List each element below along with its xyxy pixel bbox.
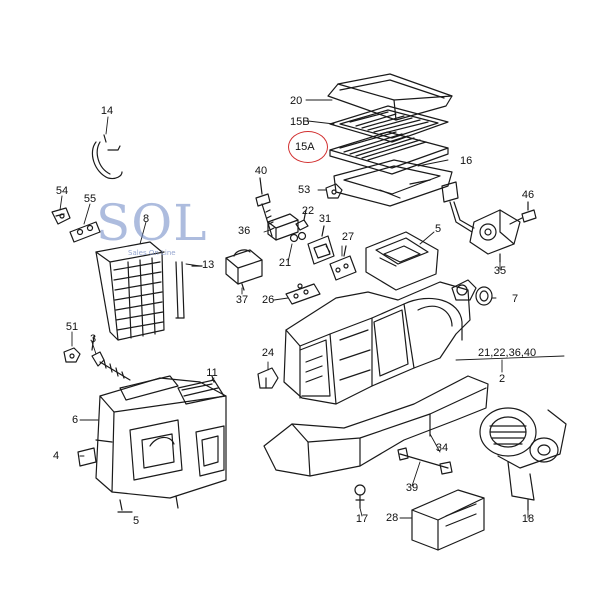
label-20: 20 (290, 95, 303, 107)
clip-24 (257, 367, 279, 389)
blower-18 (479, 407, 567, 511)
highlight-circle-15A (288, 131, 328, 163)
label-21: 21 (278, 257, 292, 269)
label-24: 24 (261, 347, 275, 359)
label-14: 14 (100, 105, 114, 117)
clip-54 (51, 207, 71, 225)
label-31: 31 (318, 213, 332, 225)
label-53: 53 (298, 184, 311, 196)
air-duct-34 (263, 375, 489, 477)
label-26: 26 (262, 294, 275, 306)
label-55: 55 (83, 193, 97, 205)
label-5-left: 5 (132, 515, 140, 527)
label-8: 8 (142, 213, 150, 225)
label-36: 36 (238, 225, 251, 237)
flap-frame-5 (365, 231, 439, 291)
label-40: 40 (254, 165, 268, 177)
heater-core-8 (95, 241, 165, 341)
label-18: 18 (521, 513, 535, 525)
label-15B: 15B (290, 116, 310, 128)
distributor-housing-2 (283, 279, 477, 405)
label-2: 2 (498, 373, 506, 385)
filter-housing-16 (333, 159, 453, 207)
motor-35 (469, 209, 521, 263)
lever-26 (285, 283, 321, 305)
part-21 (289, 231, 307, 243)
watermark-logo: SOL (96, 194, 208, 252)
watermark-tagline: Sales On Line (128, 249, 176, 257)
screw-40 (255, 177, 275, 237)
label-3: 3 (89, 333, 97, 345)
filter-15A (329, 131, 449, 175)
block-36 (267, 213, 299, 241)
label-34: 34 (435, 442, 449, 454)
label-5: 5 (435, 223, 442, 235)
actuator-37 (225, 249, 263, 291)
cable-39 (397, 447, 453, 475)
flap-31 (307, 225, 335, 265)
label-54: 54 (55, 185, 69, 197)
label-22: 22 (301, 205, 315, 217)
cover-20 (327, 73, 453, 121)
control-unit-28 (411, 489, 485, 551)
label-15A: 15A (295, 141, 315, 153)
label-46: 46 (521, 189, 535, 201)
part-22 (295, 209, 309, 231)
nut-53 (325, 183, 343, 199)
pipe-13 (175, 261, 203, 319)
label-6: 6 (72, 414, 79, 426)
label-35: 35 (493, 265, 507, 277)
label-16: 16 (460, 155, 473, 167)
label-17: 17 (355, 513, 369, 525)
wiring-harness (441, 181, 475, 233)
label-37: 37 (235, 294, 249, 306)
filter-frame-15B (329, 105, 449, 143)
screw-46 (509, 201, 537, 225)
nut-51 (63, 347, 81, 363)
label-39: 39 (405, 482, 419, 494)
label-13: 13 (202, 259, 215, 271)
label-28: 28 (386, 512, 399, 524)
gasket-11 (177, 375, 225, 405)
label-51: 51 (65, 321, 79, 333)
heater-housing-6 (95, 375, 227, 513)
grommet-7 (475, 286, 493, 306)
label-4: 4 (53, 450, 60, 462)
label-7: 7 (512, 293, 519, 305)
label-11: 11 (206, 367, 218, 379)
clamp-band-14 (91, 134, 123, 180)
label-21-22-36-40: 21,22,36,40 (478, 347, 537, 359)
seal-55 (69, 221, 101, 243)
plate-4 (77, 447, 97, 467)
label-27: 27 (341, 231, 355, 243)
clip-17 (354, 484, 366, 509)
servo-27 (329, 245, 357, 281)
leader-lines (59, 99, 565, 519)
screw-3 (91, 335, 131, 381)
